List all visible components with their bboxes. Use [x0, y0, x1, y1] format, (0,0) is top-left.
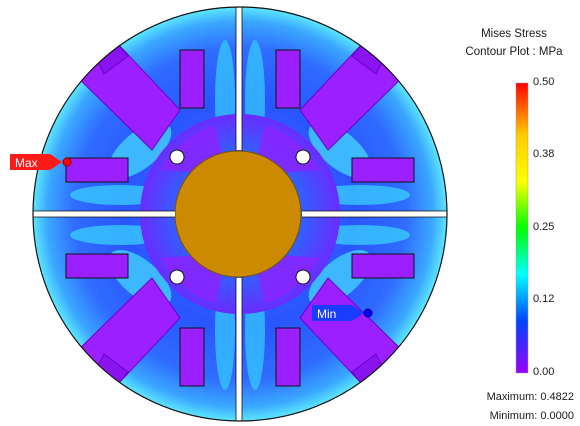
- max-callout-arrow: [10, 154, 62, 170]
- min-callout-arrow: [312, 305, 364, 321]
- legend-title: Mises Stress: [481, 28, 547, 40]
- central-hub: [174, 150, 302, 278]
- legend-colorbar: [515, 82, 529, 374]
- bolt-holes: [169, 149, 311, 285]
- legend-tick-label: 0.25: [533, 221, 555, 233]
- rotor-model: [0, 0, 480, 426]
- max-marker: Max: [10, 154, 72, 170]
- legend-subtitle: Contour Plot : MPa: [465, 46, 563, 58]
- min-marker: Min: [312, 305, 373, 321]
- legend-tick-label: 0.50: [533, 76, 555, 88]
- legend-tick-label: 0.38: [533, 148, 555, 160]
- min-label: Min: [317, 307, 336, 321]
- split-gaps: [0, 0, 480, 426]
- minimum-value: Minimum: 0.0000: [489, 410, 574, 422]
- low-stress-pads: [71, 43, 409, 385]
- legend-tick-label: 0.00: [533, 366, 555, 378]
- slot-cutouts: [65, 49, 415, 387]
- maximum-value: Maximum: 0.4822: [486, 391, 574, 403]
- max-label: Max: [15, 156, 38, 170]
- legend-tick-label: 0.12: [533, 293, 555, 305]
- min-point: [363, 308, 373, 318]
- max-point: [62, 157, 72, 167]
